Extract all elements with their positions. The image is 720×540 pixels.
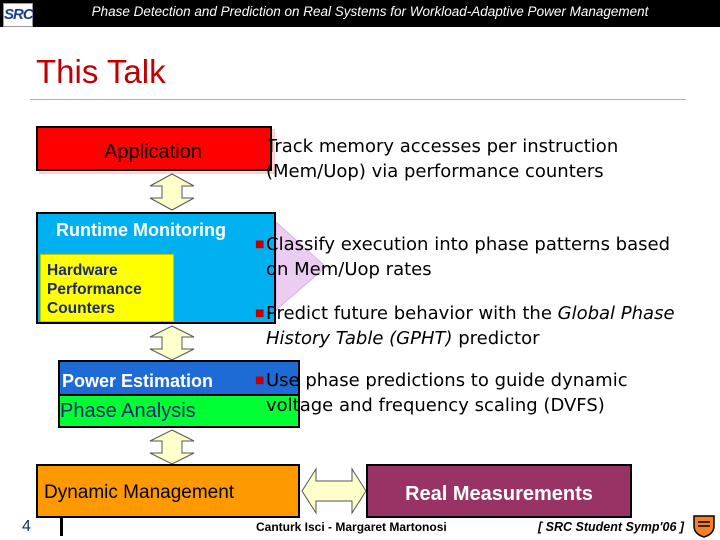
power-estimation-label: Power Estimation (62, 371, 214, 391)
power-estimation-box: Power Estimation Phase Analysis (58, 360, 300, 428)
bullet-text: predictor (452, 328, 540, 349)
phase-analysis-box: Phase Analysis (58, 394, 300, 428)
horizontal-double-arrow-icon (301, 467, 367, 515)
bullet-text: Classify execution into phase patterns b… (266, 234, 670, 280)
header-title: Phase Detection and Prediction on Real S… (91, 4, 649, 19)
slide-title: This Talk (36, 53, 166, 90)
real-measurements-label: Real Measurements (405, 483, 593, 505)
bullet-text: Use phase predictions to guide dynamic v… (266, 370, 628, 416)
princeton-shield-icon (693, 515, 715, 538)
bullet-track-memory: Track memory accesses per instruction (M… (266, 134, 686, 184)
bullet-use-predictions: ■ Use phase predictions to guide dynamic… (255, 368, 686, 418)
footer-divider (60, 516, 63, 536)
double-arrow-icon (149, 173, 195, 211)
hardware-counters-label: Hardware Performance Counters (47, 262, 142, 317)
application-label: Application (104, 141, 202, 163)
bullet-predict: ■ Predict future behavior with the Globa… (255, 301, 686, 351)
bullet-text: Predict future behavior with the (266, 303, 558, 324)
real-measurements-box: Real Measurements (366, 464, 632, 518)
application-box: Application (36, 126, 272, 171)
hardware-counters-box: Hardware Performance Counters (40, 254, 174, 322)
runtime-monitoring-box: Runtime Monitoring Hardware Performance … (36, 212, 276, 324)
phase-analysis-label: Phase Analysis (60, 400, 196, 422)
bullet-text: Track memory accesses per instruction (M… (266, 136, 619, 182)
double-arrow-icon (149, 429, 195, 465)
dynamic-management-box: Dynamic Management (36, 464, 300, 518)
bullet-square-icon: ■ (255, 239, 265, 250)
runtime-monitoring-label: Runtime Monitoring (56, 220, 226, 240)
src-logo-text: SRC (4, 6, 34, 23)
bullet-emphasis: Global Phase History Table (GPHT) (266, 303, 675, 349)
footer-conference: [ SRC Student Symp'06 ] (538, 520, 685, 534)
callout-triangle-icon (276, 222, 327, 311)
double-arrow-icon (149, 325, 195, 361)
header-bar: SRC Phase Detection and Prediction on Re… (0, 0, 720, 27)
bullet-classify: ■ Classify execution into phase patterns… (255, 232, 686, 282)
page-number: 4 (22, 518, 31, 535)
title-divider (30, 99, 686, 100)
bullet-square-icon: ■ (255, 308, 265, 319)
src-logo: SRC (3, 3, 34, 27)
footer-authors: Canturk Isci - Margaret Martonosi (256, 520, 447, 534)
dynamic-management-label: Dynamic Management (44, 482, 235, 503)
bullet-square-icon: ■ (255, 375, 265, 386)
